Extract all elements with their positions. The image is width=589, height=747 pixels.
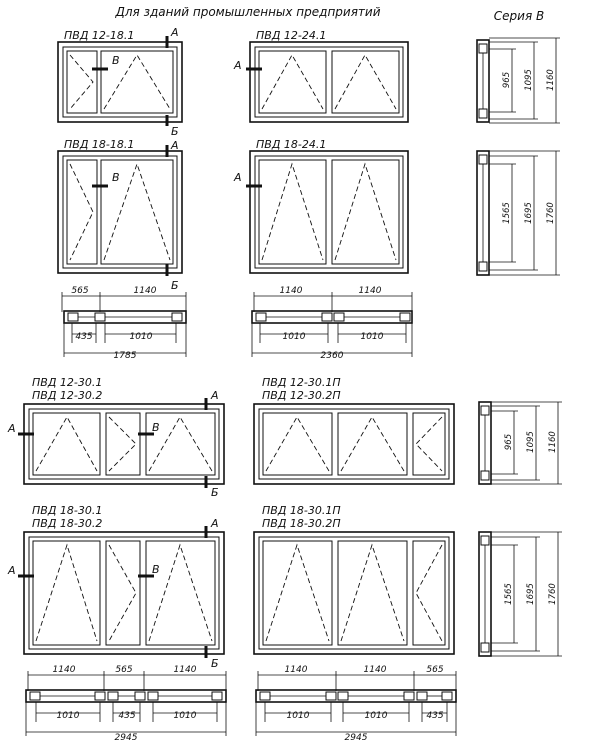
section-mark-v: В [112, 171, 120, 184]
window-title: ПВД 18-24.1 [256, 138, 326, 151]
window-title-2: ПВД 12-30.2П [262, 389, 341, 402]
dim-top-1: 1140 [285, 665, 308, 675]
section-mark-a: А [170, 26, 179, 39]
dim-top-2: 1140 [364, 665, 387, 675]
section-mark-a: А [7, 564, 16, 577]
window-title-2: ПВД 12-30.2 [32, 389, 102, 402]
window-title: ПВД 12-24.1 [256, 29, 326, 42]
dim-top-2: 1140 [359, 286, 382, 296]
dim-top-2: 1140 [134, 286, 157, 296]
dim-opening: 1760 [548, 583, 558, 605]
window-pvd-18-18-1: ПВД 18-18.1 В А Б [57, 138, 183, 292]
dim-bottom-1: 1010 [287, 711, 310, 721]
section-mark-b: Б [171, 279, 179, 292]
dim-opening: 1760 [546, 202, 556, 224]
dim-total: 2945 [115, 733, 138, 743]
dim-total: 2945 [345, 733, 368, 743]
window-title-1: ПВД 12-30.1 [32, 376, 102, 389]
dim-bottom-3: 1010 [174, 711, 197, 721]
window-pvd-12-30: ПВД 12-30.1 ПВД 12-30.2 А В А Б [7, 376, 225, 499]
series-label: Серия В [494, 9, 544, 23]
plan-section-1: 565 1140 435 1010 1785 [61, 286, 187, 361]
window-title: ПВД 18-18.1 [64, 138, 134, 151]
sheet-title: Для зданий промышленных предприятий [114, 5, 380, 19]
window-title-2: ПВД 18-30.2П [262, 517, 341, 530]
section-mark-b: Б [211, 657, 219, 670]
dim-bottom-1: 1010 [57, 711, 80, 721]
dim-frame: 1095 [526, 431, 536, 453]
dim-top-2: 565 [115, 665, 132, 675]
dim-top-3: 565 [426, 665, 443, 675]
window-title: ПВД 12-18.1 [64, 29, 134, 42]
section-mark-a-top: А [210, 517, 219, 530]
dim-opening: 1160 [546, 69, 556, 91]
section-mark-b: Б [171, 125, 179, 138]
dim-bottom-2: 1010 [130, 332, 153, 342]
vertical-section-3: 965 1095 1160 [478, 401, 562, 485]
dim-glass: 1565 [504, 583, 514, 605]
dim-bottom-3: 435 [426, 711, 443, 721]
window-pvd-12-18-1: ПВД 12-18.1 В А Б [57, 26, 183, 138]
section-mark-a: А [233, 171, 242, 184]
dim-frame: 1695 [526, 583, 536, 605]
window-title-1: ПВД 12-30.1П [262, 376, 341, 389]
dim-frame: 1095 [524, 69, 534, 91]
section-mark-v: В [152, 563, 160, 576]
vertical-section-1: 965 1095 1160 [476, 37, 560, 124]
section-mark-b: Б [211, 486, 219, 499]
section-mark-v: В [152, 421, 160, 434]
dim-frame: 1695 [524, 202, 534, 224]
section-mark-a: А [233, 59, 242, 72]
dim-top-1: 1140 [280, 286, 303, 296]
dim-glass: 965 [504, 434, 514, 450]
section-mark-a: А [7, 422, 16, 435]
dim-glass: 965 [502, 72, 512, 88]
dim-total: 2360 [321, 351, 344, 361]
dim-bottom-2: 435 [118, 711, 135, 721]
dim-opening: 1160 [548, 431, 558, 453]
dim-bottom-2: 1010 [365, 711, 388, 721]
window-title-2: ПВД 18-30.2 [32, 517, 102, 530]
window-title-1: ПВД 18-30.1 [32, 504, 102, 517]
dim-bottom-1: 1010 [283, 332, 306, 342]
section-mark-a-top: А [210, 389, 219, 402]
dim-top-3: 1140 [174, 665, 197, 675]
plan-section-3: 1140 565 1140 1010 435 1010 2945 [25, 665, 227, 743]
window-pvd-18-24-1: ПВД 18-24.1 А [233, 138, 409, 274]
plan-section-4: 1140 1140 565 1010 1010 435 2945 [255, 665, 457, 743]
dim-bottom-2: 1010 [361, 332, 384, 342]
window-title-1: ПВД 18-30.1П [262, 504, 341, 517]
section-mark-v: В [112, 54, 120, 67]
window-pvd-18-30: ПВД 18-30.1 ПВД 18-30.2 А В А Б [7, 504, 225, 670]
dim-glass: 1565 [502, 202, 512, 224]
window-pvd-18-30-p: ПВД 18-30.1П ПВД 18-30.2П [253, 504, 455, 655]
window-pvd-12-24-1: ПВД 12-24.1 А [233, 29, 409, 123]
vertical-section-4: 1565 1695 1760 [478, 531, 562, 657]
dim-top-1: 565 [71, 286, 88, 296]
vertical-section-2: 1565 1695 1760 [476, 150, 560, 276]
window-pvd-12-30-p: ПВД 12-30.1П ПВД 12-30.2П [253, 376, 455, 485]
dim-bottom-1: 435 [75, 332, 92, 342]
dim-total: 1785 [114, 351, 137, 361]
dim-top-1: 1140 [53, 665, 76, 675]
section-mark-a: А [170, 139, 179, 152]
plan-section-2: 1140 1140 1010 1010 2360 [251, 286, 413, 361]
